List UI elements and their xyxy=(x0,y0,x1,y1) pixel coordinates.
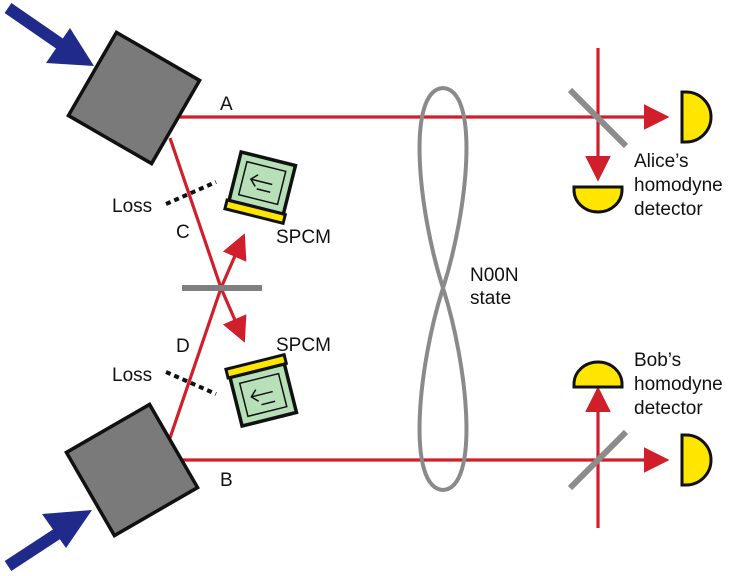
label-loss-upper: Loss xyxy=(112,196,152,217)
alice-vertical-detector-icon xyxy=(572,185,624,214)
bob-horizontal-detector-icon xyxy=(680,433,713,487)
label-port-b: B xyxy=(220,470,233,491)
alice-beamsplitter xyxy=(567,87,629,149)
pump-arrow-upper-icon xyxy=(4,3,94,66)
label-port-d: D xyxy=(176,336,190,357)
label-state: state xyxy=(470,288,511,309)
beam-c xyxy=(168,137,223,289)
beam-paths xyxy=(168,48,670,528)
label-alice-line3: detector xyxy=(634,199,703,220)
label-bob-line3: detector xyxy=(634,398,703,419)
label-spcm-upper: SPCM xyxy=(276,227,331,248)
label-port-a: A xyxy=(220,94,233,115)
label-port-c: C xyxy=(176,222,190,243)
source-crystal-upper xyxy=(66,30,202,166)
label-alice-line2: homodyne xyxy=(634,175,723,196)
alice-horizontal-detector-icon xyxy=(680,90,713,144)
spcm-lower-icon xyxy=(224,352,299,429)
label-spcm-lower: SPCM xyxy=(276,335,331,356)
label-loss-lower: Loss xyxy=(112,365,152,386)
noon-state-loop xyxy=(417,85,469,493)
beam-to-spcm-lower xyxy=(219,287,247,343)
loss-upper-marker xyxy=(165,180,217,206)
bob-beamsplitter xyxy=(567,429,629,491)
loss-lower-marker xyxy=(165,370,217,396)
pump-arrow-lower-icon xyxy=(4,510,92,572)
beam-d xyxy=(168,287,223,439)
beam-to-spcm-upper xyxy=(219,233,247,289)
source-crystal-lower xyxy=(64,402,200,538)
label-alice-line1: Alice’s xyxy=(634,151,689,172)
bob-vertical-detector-icon xyxy=(572,360,624,389)
label-bob-line1: Bob’s xyxy=(634,350,681,371)
label-bob-line2: homodyne xyxy=(634,374,723,395)
spcm-upper-icon xyxy=(223,149,298,226)
label-noon: N00N xyxy=(470,265,519,286)
